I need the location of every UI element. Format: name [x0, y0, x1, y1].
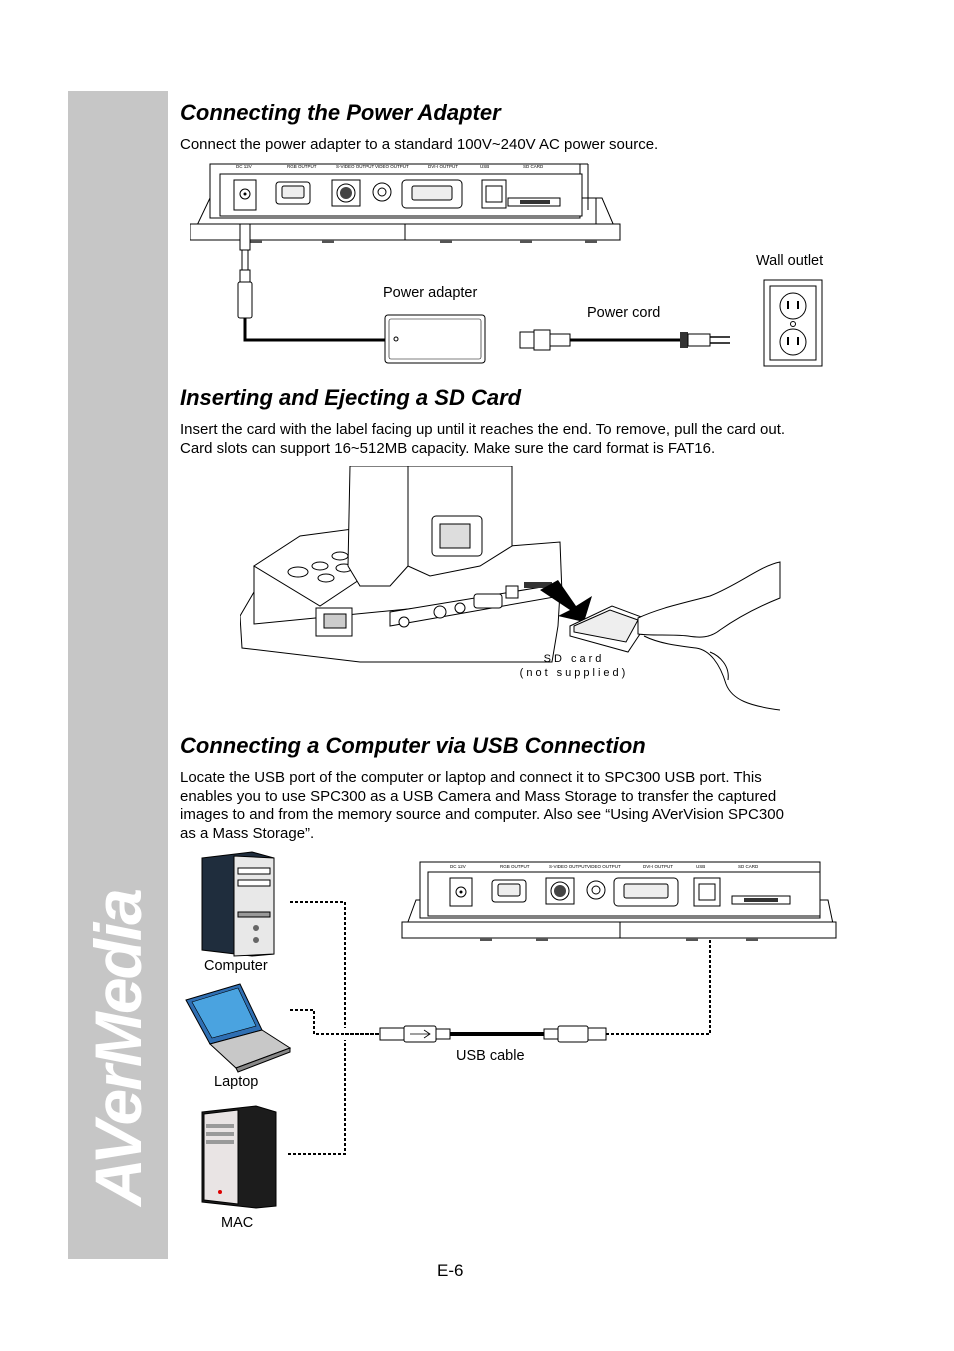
text-sd-card-line: Insert the card with the label facing up…	[180, 421, 786, 438]
label-mac: MAC	[221, 1215, 254, 1231]
label-sd-card-line2: (not supplied)	[519, 667, 629, 679]
text-sd-card: Insert the card with the label facing up…	[180, 421, 840, 458]
text-usb-line: as a Mass Storage”.	[180, 824, 315, 842]
figure-power-connection: DC 12V RGB OUTPUT S-VIDEO OUTPUT VIDEO O…	[190, 160, 830, 370]
label-power-cord: Power cord	[587, 305, 661, 321]
port-label-usb: USB	[480, 164, 489, 169]
label-sd-card-line1: SD card	[543, 653, 605, 665]
heading-usb-connection: Connecting a Computer via USB Connection	[180, 733, 646, 758]
port-label-sd: SD CARD	[523, 164, 544, 169]
usb-port-label-dc: DC 12V	[450, 864, 466, 869]
label-power-adapter: Power adapter	[383, 285, 478, 301]
port-label-dc: DC 12V	[236, 164, 252, 169]
usb-port-label-dvi: DVI-I OUTPUT	[643, 864, 673, 869]
label-laptop: Laptop	[214, 1074, 259, 1090]
figure-usb-connection: DC 12V RGB OUTPUT S-VIDEO OUTPUT VIDEO O…	[180, 850, 840, 1215]
port-label-rgb: RGB OUTPUT	[287, 164, 317, 169]
usb-port-label-svideo: S-VIDEO OUTPUT	[549, 864, 588, 869]
text-usb-line: enables you to use SPC300 as a USB Camer…	[180, 787, 777, 805]
label-usb-cable: USB cable	[456, 1048, 525, 1064]
text-sd-card-line: Card slots can support 16~512MB capacity…	[180, 439, 716, 457]
usb-port-label-rgb: RGB OUTPUT	[500, 864, 530, 869]
text-usb-line: Locate the USB port of the computer or l…	[180, 769, 762, 786]
label-wall-outlet: Wall outlet	[756, 253, 824, 269]
text-power-adapter: Connect the power adapter to a standard …	[180, 136, 659, 153]
label-sd-card: SD card (not supplied)	[504, 652, 644, 680]
port-label-video: VIDEO OUTPUT	[375, 164, 409, 169]
brand-logo-text: AVerMedia	[81, 890, 155, 1206]
usb-port-label-video: VIDEO OUTPUT	[587, 864, 621, 869]
port-label-svideo: S-VIDEO OUTPUT	[336, 164, 375, 169]
usb-port-label-sd: SD CARD	[738, 864, 759, 869]
text-usb-connection: Locate the USB port of the computer or l…	[180, 769, 840, 843]
sidebar-band	[68, 91, 168, 1259]
label-computer: Computer	[204, 958, 268, 974]
figure-sd-card-insert	[240, 466, 785, 714]
usb-port-label-usb: USB	[696, 864, 705, 869]
page-number: E-6	[437, 1261, 464, 1280]
text-usb-line: images to and from the memory source and…	[180, 806, 784, 823]
port-label-dvi: DVI-I OUTPUT	[428, 164, 458, 169]
heading-power-adapter: Connecting the Power Adapter	[180, 100, 501, 125]
heading-sd-card: Inserting and Ejecting a SD Card	[180, 385, 522, 410]
